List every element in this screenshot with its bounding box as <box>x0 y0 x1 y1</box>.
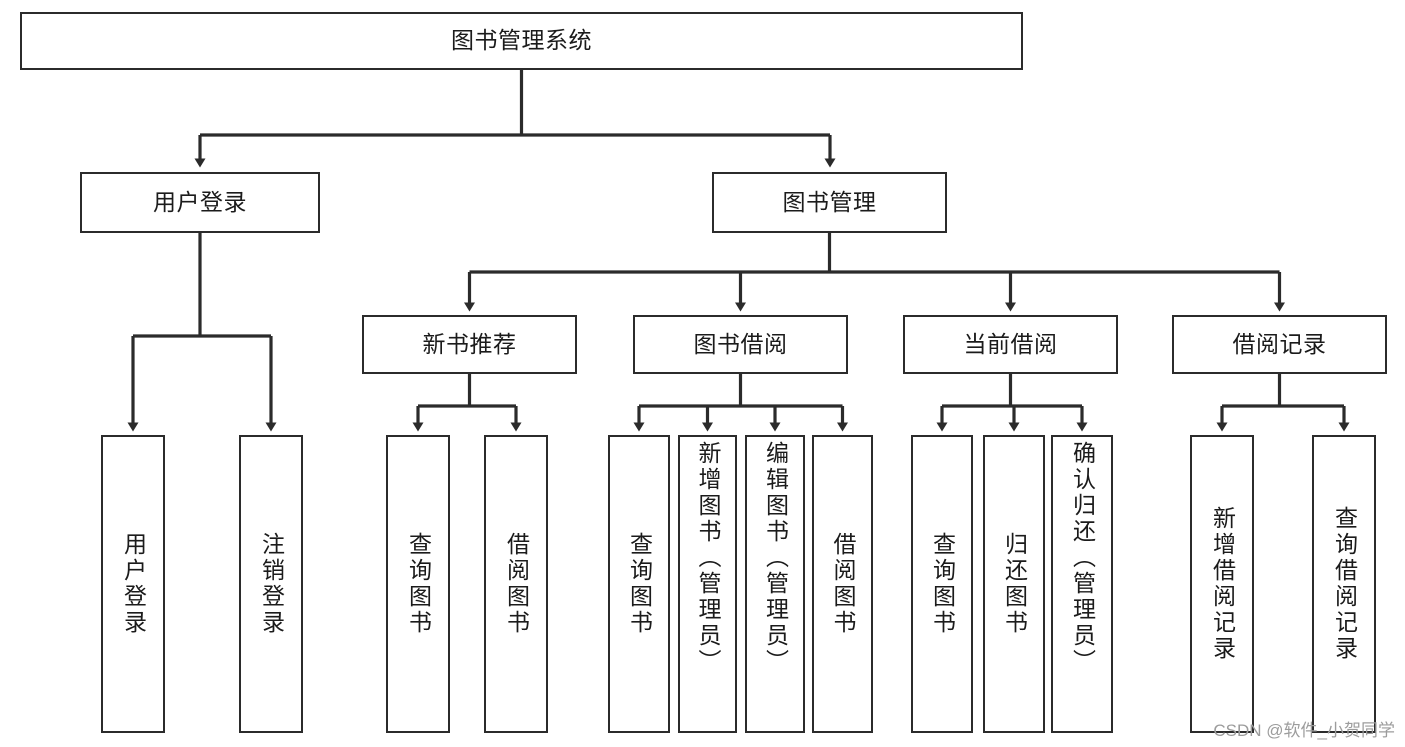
node-leaf-confirm-return-admin-label: 确认归还（管理员） <box>1069 441 1096 675</box>
node-new-book-recommendation[interactable]: 新书推荐 <box>362 315 577 374</box>
node-leaf-query-borrow-record[interactable]: 查询借阅记录 <box>1312 435 1376 733</box>
node-leaf-query-book-newbook-label: 查询图书 <box>405 532 432 636</box>
node-book-borrow[interactable]: 图书借阅 <box>633 315 848 374</box>
node-leaf-borrow-book-newbook[interactable]: 借阅图书 <box>484 435 548 733</box>
node-borrow-record[interactable]: 借阅记录 <box>1172 315 1387 374</box>
node-leaf-logout-login-label: 注销登录 <box>258 532 285 636</box>
node-leaf-add-book-admin-label: 新增图书（管理员） <box>695 441 721 675</box>
node-leaf-return-book-label: 归还图书 <box>1001 532 1028 636</box>
node-leaf-query-book-newbook[interactable]: 查询图书 <box>386 435 450 733</box>
node-leaf-query-book-current-label: 查询图书 <box>929 532 956 636</box>
node-user-login-label: 用户登录 <box>153 188 247 215</box>
node-leaf-add-book-admin[interactable]: 新增图书（管理员） <box>678 435 737 733</box>
node-leaf-query-book-borrow[interactable]: 查询图书 <box>608 435 670 733</box>
node-leaf-query-book-current[interactable]: 查询图书 <box>911 435 973 733</box>
node-leaf-return-book[interactable]: 归还图书 <box>983 435 1045 733</box>
node-leaf-add-borrow-record[interactable]: 新增借阅记录 <box>1190 435 1254 733</box>
node-leaf-logout-login[interactable]: 注销登录 <box>239 435 303 733</box>
node-leaf-query-book-borrow-label: 查询图书 <box>626 532 653 636</box>
node-root-system[interactable]: 图书管理系统 <box>20 12 1023 70</box>
node-leaf-borrow-book-borrow-label: 借阅图书 <box>830 532 856 636</box>
node-book-manage-label: 图书管理 <box>782 188 877 215</box>
node-leaf-user-login-label: 用户登录 <box>120 532 147 636</box>
node-leaf-edit-book-admin[interactable]: 编辑图书（管理员） <box>745 435 805 733</box>
node-user-login[interactable]: 用户登录 <box>80 172 320 233</box>
node-root-system-label: 图书管理系统 <box>451 27 592 54</box>
node-leaf-user-login[interactable]: 用户登录 <box>101 435 165 733</box>
node-book-manage[interactable]: 图书管理 <box>712 172 947 233</box>
node-leaf-add-borrow-record-label: 新增借阅记录 <box>1209 506 1236 662</box>
node-leaf-borrow-book-borrow[interactable]: 借阅图书 <box>812 435 873 733</box>
node-leaf-borrow-book-newbook-label: 借阅图书 <box>503 532 530 636</box>
node-current-borrow-label: 当前借阅 <box>963 330 1058 357</box>
node-book-borrow-label: 图书借阅 <box>693 330 788 357</box>
node-borrow-record-label: 借阅记录 <box>1232 330 1327 357</box>
node-leaf-query-borrow-record-label: 查询借阅记录 <box>1331 506 1358 662</box>
node-current-borrow[interactable]: 当前借阅 <box>903 315 1118 374</box>
node-new-book-recommendation-label: 新书推荐 <box>422 330 517 357</box>
node-leaf-confirm-return-admin[interactable]: 确认归还（管理员） <box>1051 435 1113 733</box>
node-leaf-edit-book-admin-label: 编辑图书（管理员） <box>762 441 789 675</box>
